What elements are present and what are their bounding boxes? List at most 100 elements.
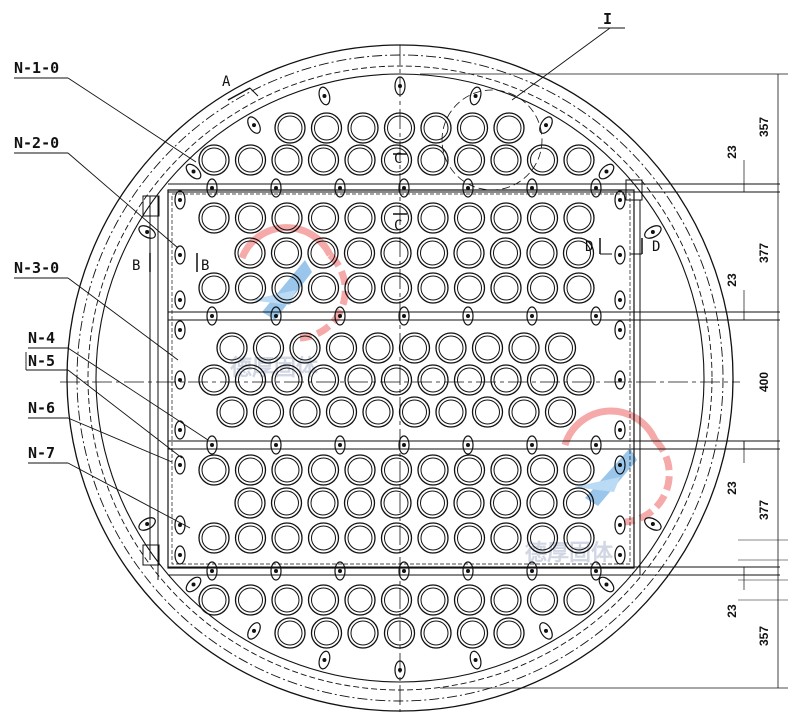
section-mark-c: C C [393,151,407,234]
callout-n-4: N-4 [28,329,209,441]
tie-rod-center [618,198,622,202]
tie-rod-center [594,186,598,190]
tube-hole [234,237,266,269]
tie-rod-center [618,328,622,332]
tube-hole [216,332,248,364]
tube-hole [563,144,595,176]
watermark-text-left: 德厚固体 [230,355,319,381]
callout-label-n-3-0: N-3-0 [14,259,59,277]
tube-hole [562,237,595,269]
tie-rod [174,320,186,340]
dimension-label: 23 [725,481,739,495]
tie-rod [334,561,346,581]
tube-hole [198,272,230,304]
tie-rod-center [191,169,196,174]
tie-rod-center [178,523,182,527]
tie-rod [614,455,626,475]
tie-rod [318,650,331,670]
tube-hole [380,522,413,554]
section-mark-a: A [222,74,259,101]
tie-rod-center [178,428,182,432]
tie-rod [539,622,553,640]
tie-rod [270,178,282,198]
tie-rod-center [466,314,470,318]
tie-rod-center [178,198,182,202]
callout-label-n-1-0: N-1-0 [14,59,59,77]
tie-rod [270,435,282,455]
tie-rod [469,86,482,106]
tie-rod [270,561,282,581]
pass-partition-frame [142,179,643,580]
tube-hole [563,364,595,396]
tie-rod [206,561,218,581]
tube-hole [453,202,486,234]
tie-rod [590,306,602,326]
tie-rod-center [338,443,342,447]
tube-hole [490,454,522,486]
tube-hole [508,332,540,364]
section-label-c-bottom: C [394,218,402,234]
tube-hole [380,584,413,616]
tie-rod-center [650,230,655,234]
tube-hole [490,584,522,616]
tie-rod-center [398,668,402,672]
tube-hole [198,522,230,554]
tube-hole [344,202,376,234]
tie-rod [185,163,202,180]
tie-rod-center [544,123,548,128]
tie-rod-center [604,582,609,587]
tube-hole [307,584,340,616]
tube-hole [563,202,595,234]
tube-hole [344,144,376,176]
tube-hole [198,144,230,176]
tie-rod-center [252,123,256,128]
tube-hole [307,364,340,396]
tube-hole [380,144,413,176]
tube-hole [234,364,267,396]
tie-rod [462,306,474,326]
tube-hole [471,396,504,428]
dimension-label: 377 [757,500,771,520]
tube-hole [307,454,340,486]
dimension-label: 357 [757,117,771,137]
tube-hole [490,144,522,176]
tie-rod [138,225,156,239]
tie-rod-center [618,463,622,467]
tie-rod [598,576,615,593]
tube-hole [453,487,485,519]
tube-hole [380,364,413,396]
tube-hole [493,112,525,144]
tie-rod [590,561,602,581]
tie-rod-center [604,169,609,174]
tie-rods [138,76,662,680]
tie-rod-center [618,553,622,557]
dimension-chain [420,73,788,689]
tie-rod [590,178,602,198]
tie-rod [614,245,626,265]
tube-hole [417,144,449,176]
partition-plates [168,183,780,576]
tube-hole [562,487,595,519]
tube-hole [234,202,267,234]
dimension-label: 23 [725,604,739,618]
tie-rod [462,178,474,198]
callout-n-7: N-7 [28,444,191,529]
tube-hole [544,332,577,364]
tube-hole [563,522,595,554]
tube-hole [271,364,303,396]
section-label-d-left: D [585,239,593,255]
tube-hole [489,237,522,269]
tie-rod-center [191,582,196,587]
tube-hole [453,454,486,486]
tube-hole [417,364,449,396]
tube-hole [417,584,449,616]
watermark-logo-right: 德厚固体 [525,407,673,566]
tie-rod [598,163,615,180]
tube-hole [526,487,558,519]
tie-rod [462,435,474,455]
tube-hole [271,522,303,554]
dimension-label: 23 [725,273,739,287]
tube-hole [456,617,489,649]
tie-rod [614,420,626,440]
tube-hole [490,272,522,304]
